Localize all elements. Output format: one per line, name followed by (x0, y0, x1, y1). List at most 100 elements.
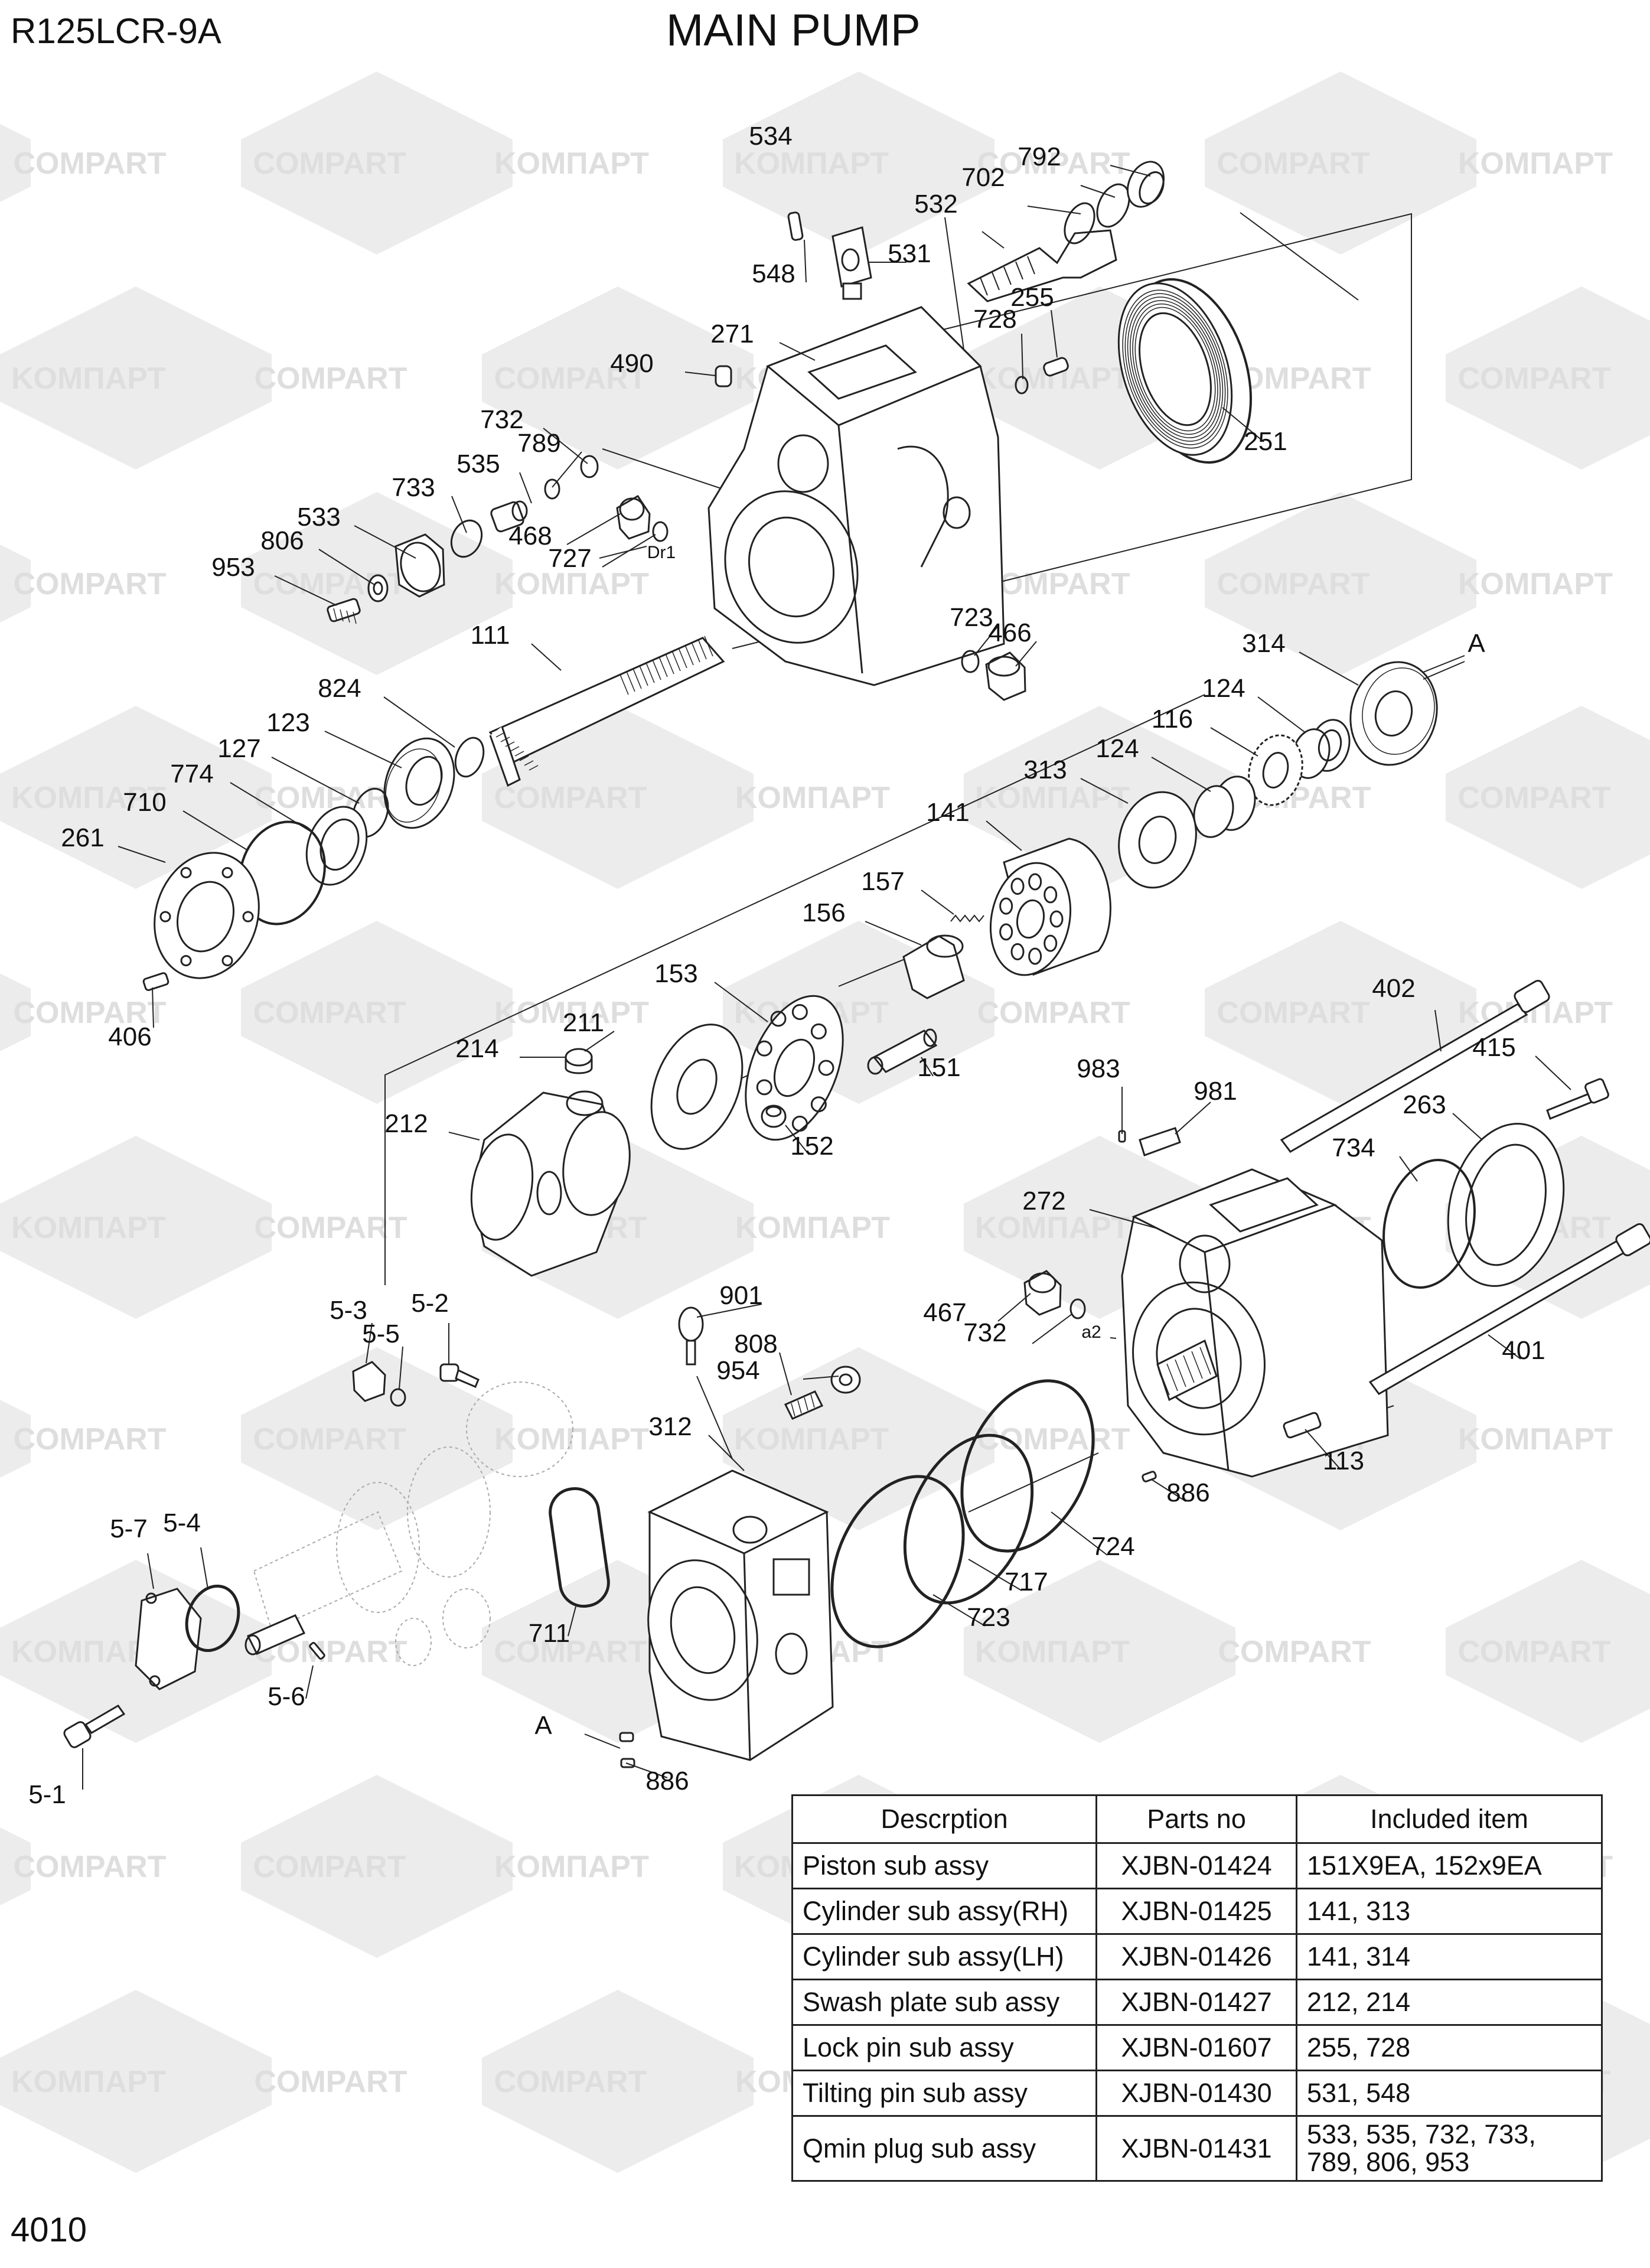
callout-leader (1175, 1102, 1211, 1135)
row-included-item: 255, 728 (1295, 2024, 1603, 2071)
callout-label: 402 (1372, 974, 1415, 1003)
watermark-text: KOMПАРТ (734, 1422, 889, 1456)
nut-808 (830, 1366, 861, 1394)
callout-label: 5-1 (28, 1780, 66, 1809)
cover-5-7 (135, 1588, 202, 1690)
callout-label: 983 (1077, 1054, 1120, 1083)
callout-leader (584, 1733, 621, 1749)
callout-leader (696, 1304, 762, 1318)
model-label: R125LCR-9A (11, 11, 221, 51)
watermark-text: COMPART (977, 996, 1130, 1030)
column-header-parts-no: Parts no (1095, 1794, 1297, 1844)
callout-label: 111 (471, 621, 510, 650)
callout-label: 532 (914, 190, 957, 219)
table-row: Cylinder sub assy(RH) XJBN-01425 141, 31… (791, 1888, 1603, 1935)
key-5-6 (309, 1642, 325, 1660)
callout-label: 124 (1095, 734, 1139, 763)
eye-bolt-901 (678, 1306, 704, 1366)
callout-leader (318, 549, 375, 585)
callout-leader (1080, 185, 1116, 198)
column-header-description: Descrption (791, 1794, 1098, 1844)
callout-leader (932, 1594, 986, 1627)
watermark-text: COMPART (253, 996, 406, 1030)
pin-548 (787, 211, 804, 241)
callout-leader (354, 525, 416, 559)
callout-leader (779, 342, 816, 361)
callout-label: 141 (926, 798, 969, 827)
callout-label: 214 (455, 1034, 498, 1063)
table-row: Tilting pin sub assy XJBN-01430 531, 548 (791, 2070, 1603, 2117)
callout-label: 533 (297, 503, 340, 532)
watermark-text: COMPART (1457, 1635, 1610, 1669)
plug-5-3 (352, 1361, 386, 1402)
callout-leader (531, 643, 562, 671)
callout-leader (451, 496, 467, 533)
callout-leader (1151, 1479, 1186, 1502)
plug-468 (616, 495, 651, 540)
callout-leader (599, 546, 647, 559)
callout-label: 153 (654, 959, 697, 988)
callout-label: 251 (1244, 427, 1287, 456)
callout-leader (366, 1322, 373, 1364)
watermark-text: COMPART (1217, 567, 1369, 601)
row-included-item: 151X9EA, 152x9EA (1295, 1842, 1603, 1889)
callout-leader (1021, 333, 1023, 380)
long-bolt-401 (1368, 1223, 1650, 1395)
callout-label: 5-5 (362, 1319, 400, 1348)
row-description: Lock pin sub assy (791, 2024, 1098, 2071)
callout-label: 415 (1472, 1033, 1515, 1062)
watermark-text: KOMПАРТ (11, 361, 166, 396)
callout-leader (921, 1057, 934, 1077)
bolt-406 (142, 972, 169, 991)
callout-label: 824 (318, 674, 361, 703)
callout-label: 211 (563, 1008, 604, 1037)
callout-leader (997, 1293, 1031, 1322)
callout-leader (552, 451, 582, 488)
gear-pump-ghost (253, 1381, 573, 1666)
watermark-text: KOMПАРТ (494, 1850, 649, 1884)
callout-leader (383, 696, 455, 748)
swash-pin-214 (565, 1048, 593, 1074)
valve-plate-313 (1118, 791, 1197, 889)
row-description: Swash plate sub assy (791, 1979, 1098, 2026)
page-number: 4010 (11, 2211, 87, 2249)
table-row: Lock pin sub assy XJBN-01607 255, 728 (791, 2024, 1603, 2071)
o-ring-733 (450, 519, 483, 558)
callout-label: 123 (266, 708, 309, 737)
callout-leader (1423, 661, 1465, 680)
pins-886-bottom (619, 1732, 635, 1768)
row-included-item: 531, 548 (1295, 2070, 1603, 2117)
callout-label: 466 (988, 618, 1031, 647)
watermark-text: KOMПАРТ (735, 781, 890, 815)
callout-leader (1080, 778, 1129, 804)
name-plate-981 (1139, 1127, 1181, 1156)
callout-leader (1051, 1511, 1108, 1556)
watermark-text: COMPART (13, 1850, 166, 1884)
o-ring-5-5 (390, 1388, 406, 1407)
shoe-152 (761, 1104, 787, 1128)
callout-label: A (1468, 629, 1485, 658)
callout-label: 212 (384, 1109, 428, 1138)
callout-leader (200, 1547, 208, 1589)
callout-leader (1434, 1009, 1442, 1052)
callout-label: 808 (734, 1329, 777, 1358)
o-ring-723-top (961, 650, 980, 673)
callout-leader (271, 757, 360, 804)
tilting-pin-531 (831, 226, 872, 300)
watermark-text: KOMПАРТ (975, 1211, 1130, 1245)
callout-label: 271 (710, 320, 754, 348)
callout-label: 127 (217, 734, 260, 763)
pump-housing-271 (707, 306, 1005, 686)
callout-label: 124 (1202, 674, 1245, 703)
table-row: Cylinder sub assy(LH) XJBN-01426 141, 31… (791, 1933, 1603, 1980)
o-ring-732-mid (1069, 1298, 1086, 1319)
lock-pin-255 (1043, 357, 1069, 377)
callout-label: 901 (719, 1281, 762, 1310)
callout-label: 710 (123, 788, 166, 817)
callout-label: 263 (1403, 1090, 1446, 1119)
o-ring-5-4 (185, 1584, 240, 1653)
